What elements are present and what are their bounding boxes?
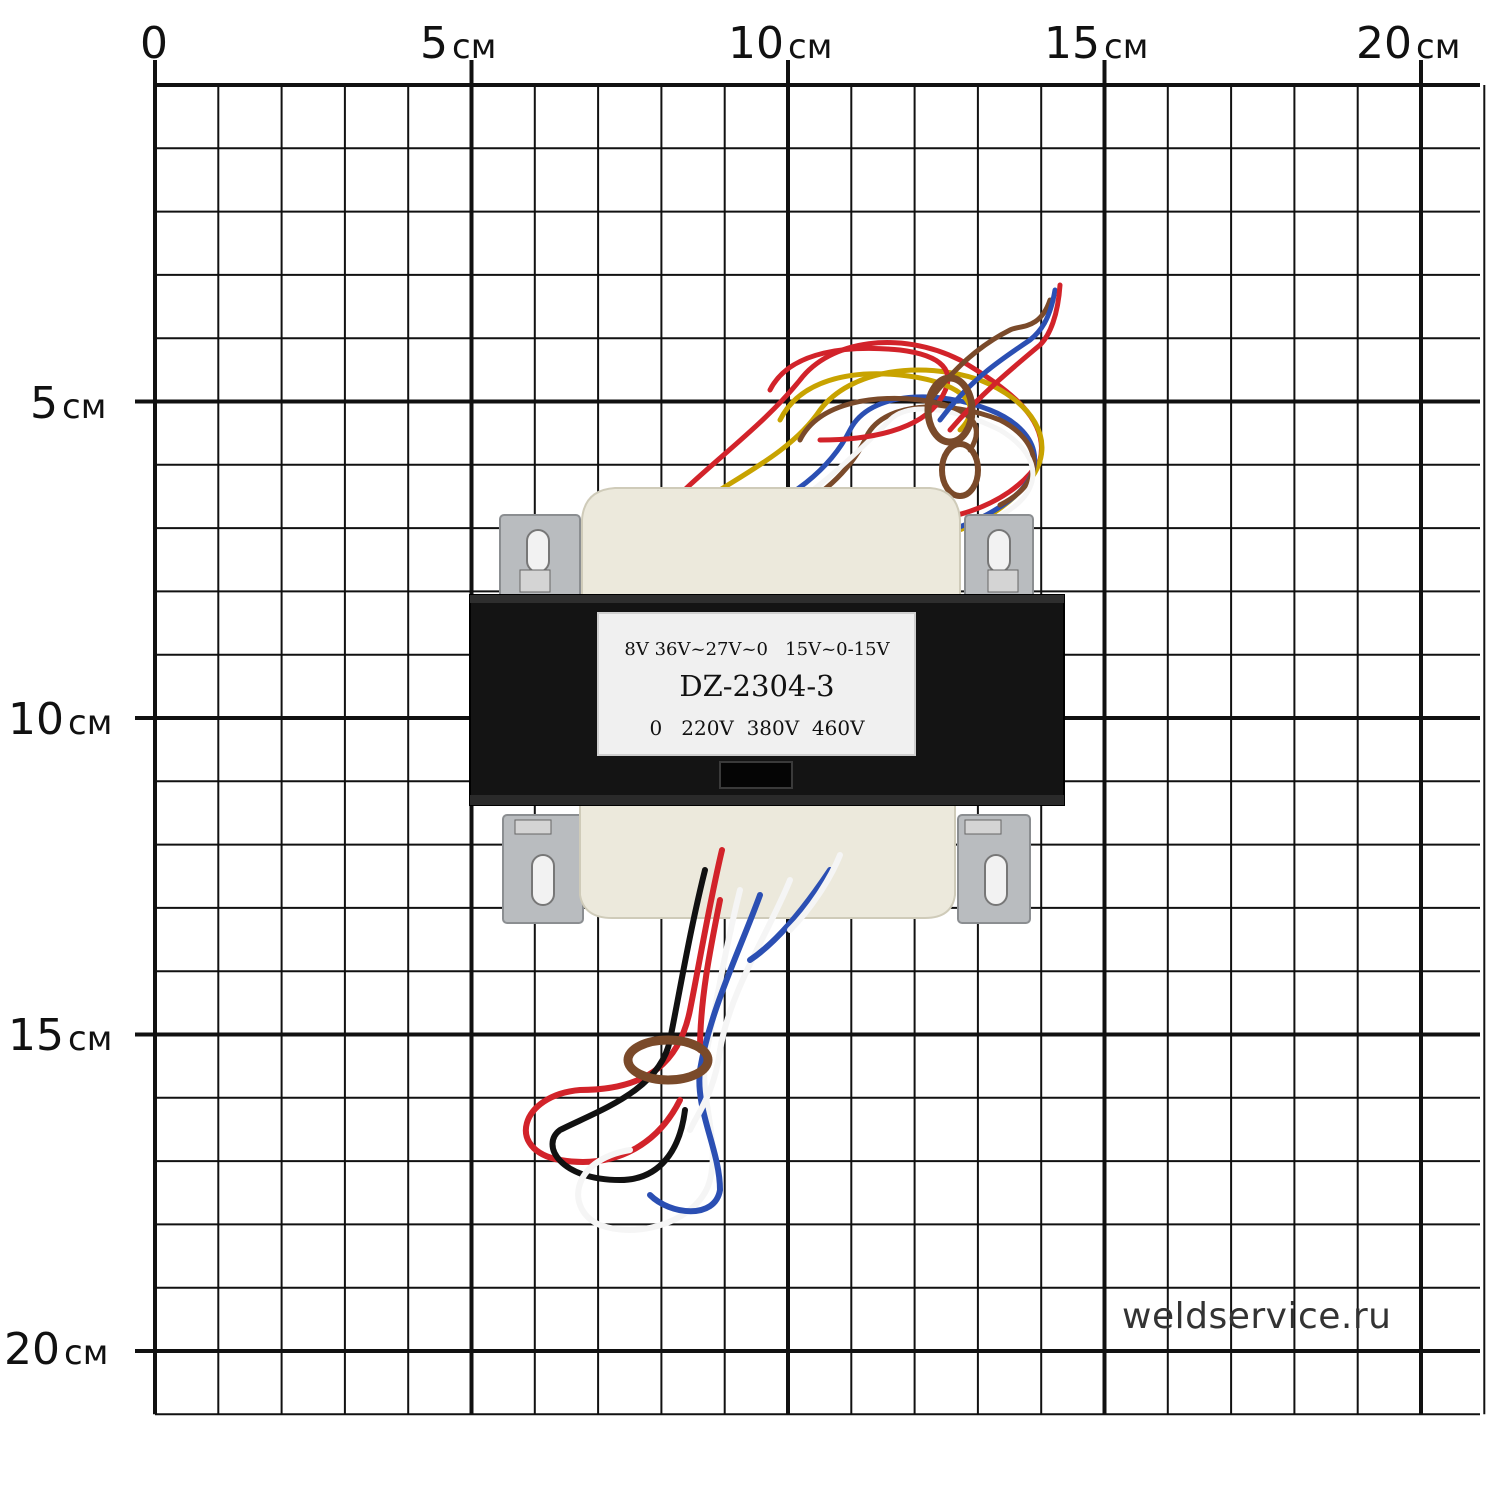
label-line-voltages-primary: 0 220V 380V 460V bbox=[649, 716, 865, 740]
ruler-left-10-value: 10 bbox=[8, 694, 64, 745]
core-slot bbox=[719, 761, 793, 789]
ruler-top-0: 0 bbox=[140, 22, 168, 66]
ruler-top-0-value: 0 bbox=[140, 18, 168, 69]
watermark: weldservice.ru bbox=[1122, 1296, 1392, 1337]
mounting-bracket-bottom bbox=[502, 814, 1031, 924]
ruler-unit: см bbox=[1416, 27, 1461, 67]
ruler-unit: см bbox=[64, 1333, 109, 1373]
bobbin-bottom bbox=[579, 799, 956, 919]
ruler-unit: см bbox=[68, 703, 113, 743]
mounting-bracket-top bbox=[499, 514, 1034, 606]
label-line-voltages-secondary: 8V 36V~27V~0 15V~0-15V bbox=[624, 639, 890, 660]
label-plate bbox=[597, 612, 916, 756]
ruler-left-20-value: 20 bbox=[4, 1324, 60, 1375]
ruler-left-15-value: 15 bbox=[8, 1010, 64, 1061]
ruler-unit: см bbox=[788, 27, 833, 67]
ruler-unit: см bbox=[452, 27, 497, 67]
ruler-top-10-value: 10 bbox=[728, 18, 784, 69]
ruler-left-5-value: 5 bbox=[30, 378, 58, 429]
ruler-top-5-value: 5 bbox=[420, 18, 448, 69]
ruler-unit: см bbox=[68, 1019, 113, 1059]
ruler-unit: см bbox=[1104, 27, 1149, 67]
bobbin-top bbox=[581, 487, 961, 601]
ruler-top-15-value: 15 bbox=[1044, 18, 1100, 69]
bottom-wire-bundle bbox=[522, 847, 843, 1233]
ruler-unit: см bbox=[62, 387, 107, 427]
label-model: DZ-2304-3 bbox=[679, 669, 834, 703]
ruler-top-20-value: 20 bbox=[1356, 18, 1412, 69]
top-wire-bundle bbox=[657, 282, 1063, 549]
